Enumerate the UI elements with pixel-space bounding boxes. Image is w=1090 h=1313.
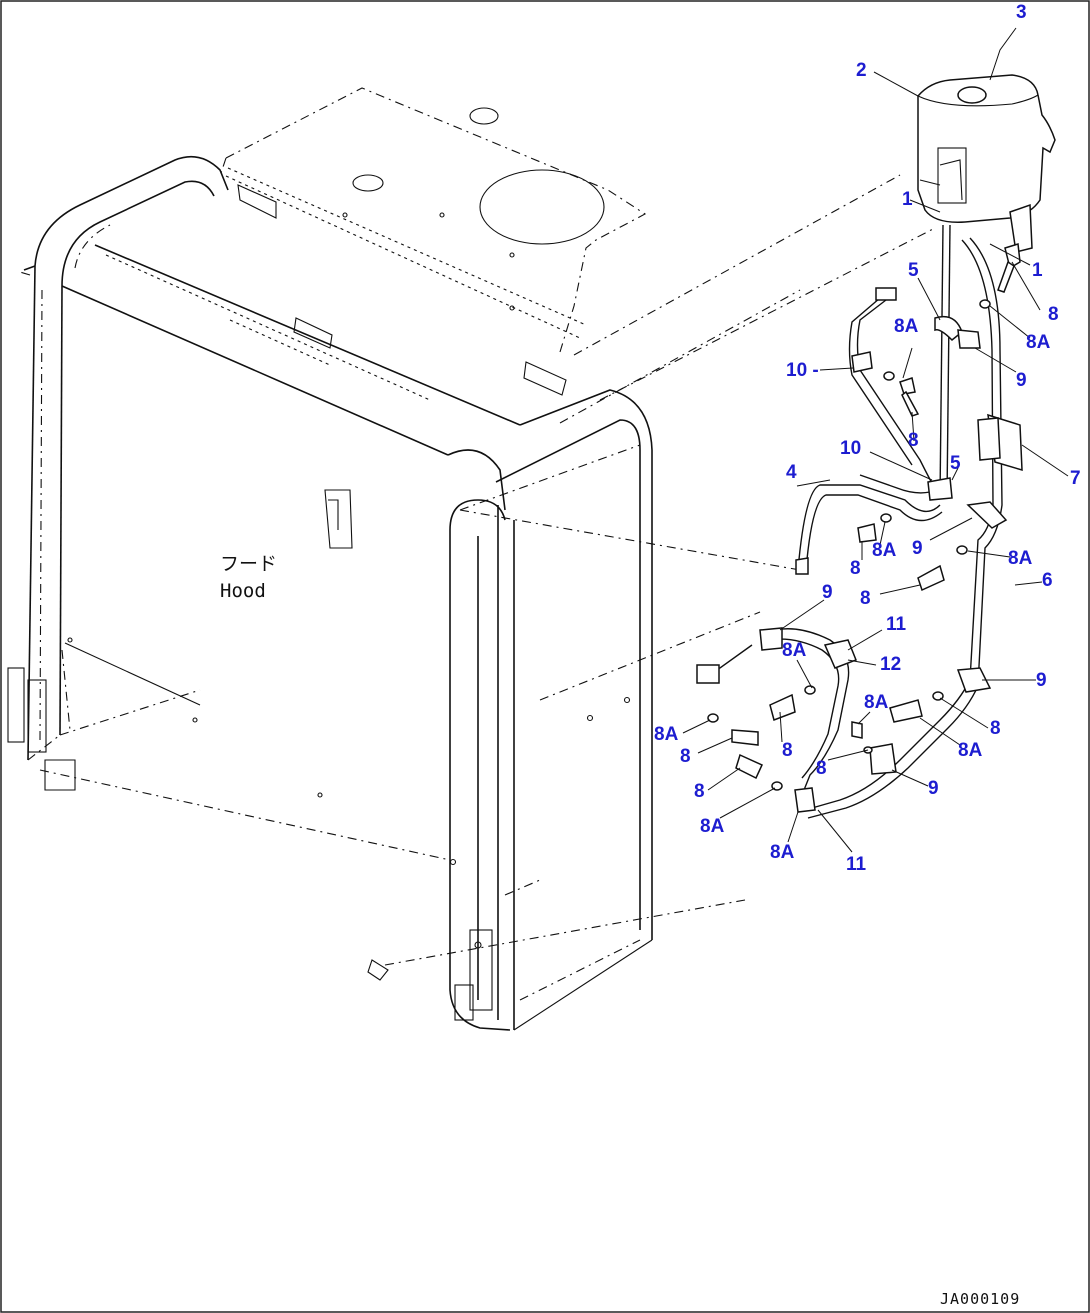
callout-label: 8 bbox=[694, 781, 705, 802]
callout-label: 4 bbox=[786, 462, 797, 483]
callout-label: 9 bbox=[1036, 670, 1047, 691]
callout-label: 8A bbox=[894, 316, 919, 337]
callout-label: 1 bbox=[1032, 260, 1043, 281]
callout-label: 8 bbox=[908, 430, 919, 451]
fasteners bbox=[707, 243, 1021, 791]
callout-label: 9 bbox=[912, 538, 923, 559]
callout-label: 3 bbox=[1016, 2, 1027, 23]
callout-label: 8 bbox=[990, 718, 1001, 739]
callout-label: 1 bbox=[902, 189, 913, 210]
callout-label: 8 bbox=[850, 558, 861, 579]
callout-label: 8 bbox=[816, 758, 827, 779]
hood-label-en: Hood bbox=[220, 580, 266, 602]
callout-label: 5 bbox=[908, 260, 919, 281]
callout-leaders bbox=[682, 27, 1069, 853]
hood-label-jp: フード bbox=[220, 553, 277, 575]
callout-label: 8A bbox=[782, 640, 807, 661]
callout-label: 8A bbox=[1008, 548, 1033, 569]
callout-label: 8 bbox=[782, 740, 793, 761]
callout-label: 2 bbox=[856, 60, 867, 81]
callout-label: 10 - bbox=[786, 360, 819, 381]
callout-label: 7 bbox=[1070, 468, 1081, 489]
callout-label: 8 bbox=[1048, 304, 1059, 325]
callout-label: 9 bbox=[1016, 370, 1027, 391]
callout-label: 8A bbox=[864, 692, 889, 713]
drawing-code: JA000109 bbox=[940, 1290, 1020, 1308]
callout-label: 11 bbox=[886, 614, 907, 635]
harness-lines bbox=[696, 224, 1023, 819]
callout-label: 12 bbox=[880, 654, 901, 675]
callout-label: 8A bbox=[958, 740, 983, 761]
callout-label: 9 bbox=[928, 778, 939, 799]
callout-label: 11 bbox=[846, 854, 867, 875]
callout-label: 6 bbox=[1042, 570, 1053, 591]
callout-label: 5 bbox=[950, 453, 961, 474]
callout-label: 8A bbox=[700, 816, 725, 837]
callout-label: 8A bbox=[1026, 332, 1051, 353]
callout-label: 8 bbox=[860, 588, 871, 609]
hood-assembly bbox=[7, 87, 936, 1031]
callout-label: 8 bbox=[680, 746, 691, 767]
callout-label: 8A bbox=[770, 842, 795, 863]
callout-label: 10 bbox=[840, 438, 861, 459]
reservoir-tank bbox=[917, 74, 1056, 253]
callout-label: 8A bbox=[872, 540, 897, 561]
callout-label: 8A bbox=[654, 724, 679, 745]
callout-label: 9 bbox=[822, 582, 833, 603]
